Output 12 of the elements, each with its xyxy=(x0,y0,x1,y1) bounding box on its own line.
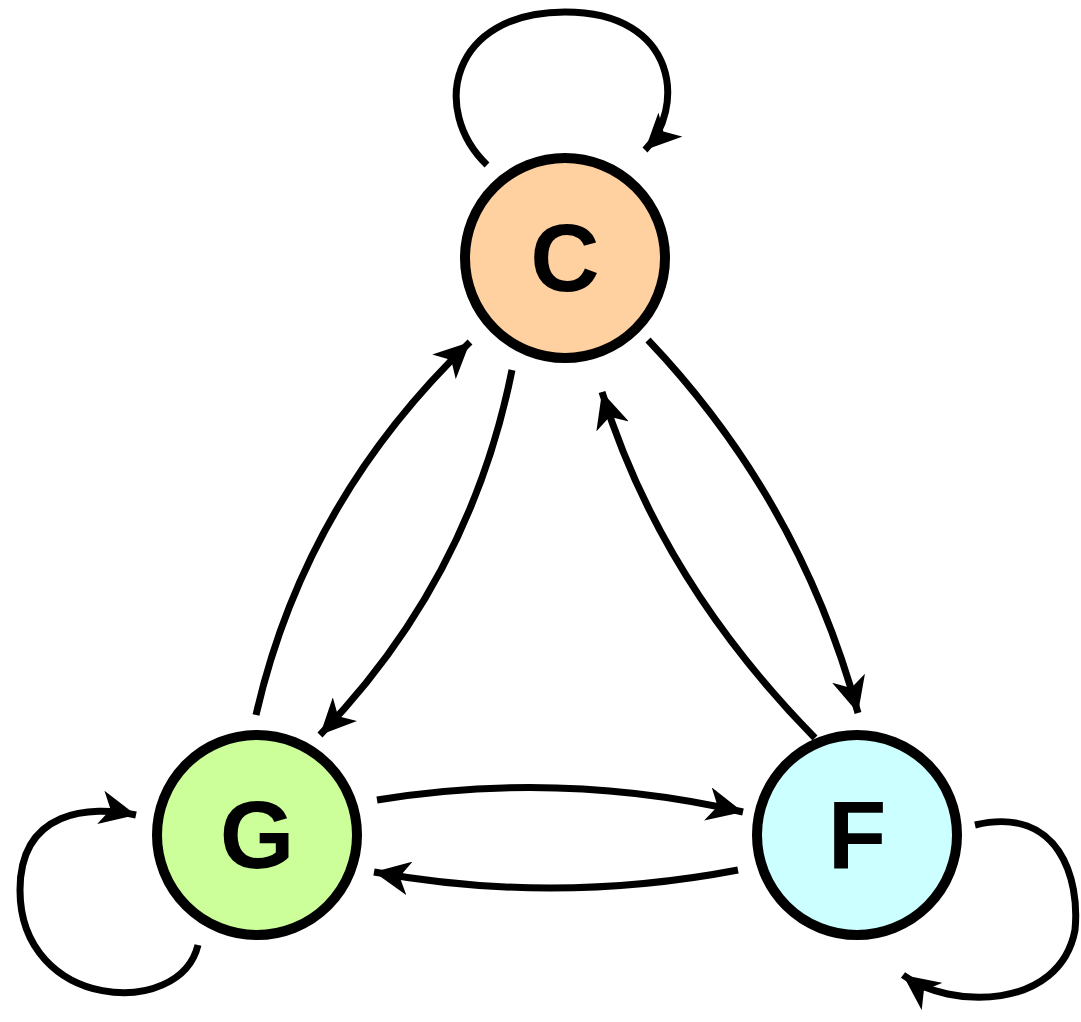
arrow xyxy=(901,818,1080,1009)
arrow xyxy=(452,8,681,168)
arrow xyxy=(317,369,516,738)
arrow xyxy=(597,390,818,741)
arrow xyxy=(16,791,202,996)
state-label: G xyxy=(219,787,295,883)
arrow xyxy=(252,339,473,716)
state-label: C xyxy=(530,210,600,306)
arrow xyxy=(645,337,865,714)
state-label: F xyxy=(827,787,887,883)
arrow xyxy=(373,861,739,895)
arrow xyxy=(376,784,744,822)
